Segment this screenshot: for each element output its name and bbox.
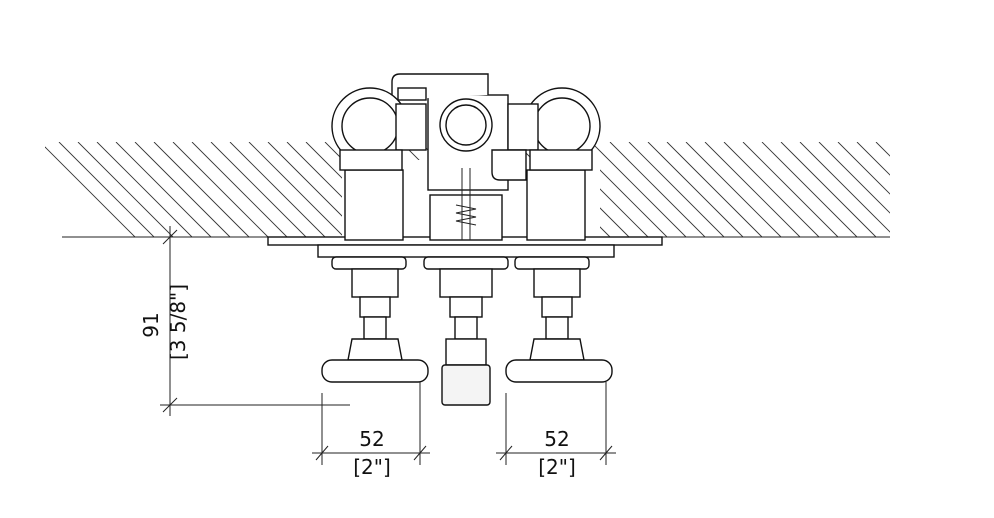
left-elbow-fitting <box>331 87 427 171</box>
hatch-line <box>952 142 994 237</box>
right-width-dimension: 52 [2"] <box>496 382 616 479</box>
hatch-line <box>229 142 326 237</box>
hatch-line <box>191 142 288 237</box>
hatch-line <box>856 142 890 237</box>
hatch-line <box>45 142 136 237</box>
hatch-line <box>58 142 155 237</box>
hatch-line <box>590 142 687 237</box>
hatch-line <box>685 142 782 237</box>
hatch-line <box>704 142 801 237</box>
hatch-line <box>837 142 890 237</box>
hatch-line <box>115 142 212 237</box>
hatch-line <box>990 142 994 237</box>
hatch-line <box>172 142 269 237</box>
left-valve-handle <box>321 256 429 383</box>
hatch-line <box>210 142 307 237</box>
hatch-line <box>971 142 994 237</box>
hatch-line <box>628 142 725 237</box>
right-width-metric: 52 <box>544 427 569 451</box>
right-valve-handle <box>505 256 613 383</box>
left-width-dimension: 52 [2"] <box>312 382 430 479</box>
hatch-line <box>742 142 839 237</box>
center-cartridge <box>423 256 509 406</box>
hatch-line <box>647 142 744 237</box>
hatch-line <box>609 142 706 237</box>
hatch-line <box>933 142 994 237</box>
hatch-line <box>914 142 994 237</box>
hatch-line <box>248 142 345 237</box>
height-dimension-imperial: [3 5/8"] <box>166 284 190 360</box>
hatch-line <box>799 142 890 237</box>
hatch-line <box>723 142 820 237</box>
hatch-line <box>761 142 858 237</box>
right-elbow-fitting <box>491 87 601 181</box>
hatch-line <box>134 142 231 237</box>
left-width-imperial: [2"] <box>353 455 391 479</box>
hatch-line <box>666 142 763 237</box>
hatch-line <box>96 142 193 237</box>
hatch-line <box>780 142 877 237</box>
hatch-line <box>895 142 990 237</box>
right-width-imperial: [2"] <box>538 455 576 479</box>
left-width-metric: 52 <box>359 427 384 451</box>
hatch-line <box>818 142 890 237</box>
hatch-line <box>77 142 174 237</box>
hatch-line <box>875 142 890 237</box>
height-dimension-metric: 91 <box>139 312 163 337</box>
height-dimension: 91 [3 5/8"] <box>139 226 350 416</box>
hatch-line <box>153 142 250 237</box>
spring-rod <box>455 168 477 240</box>
